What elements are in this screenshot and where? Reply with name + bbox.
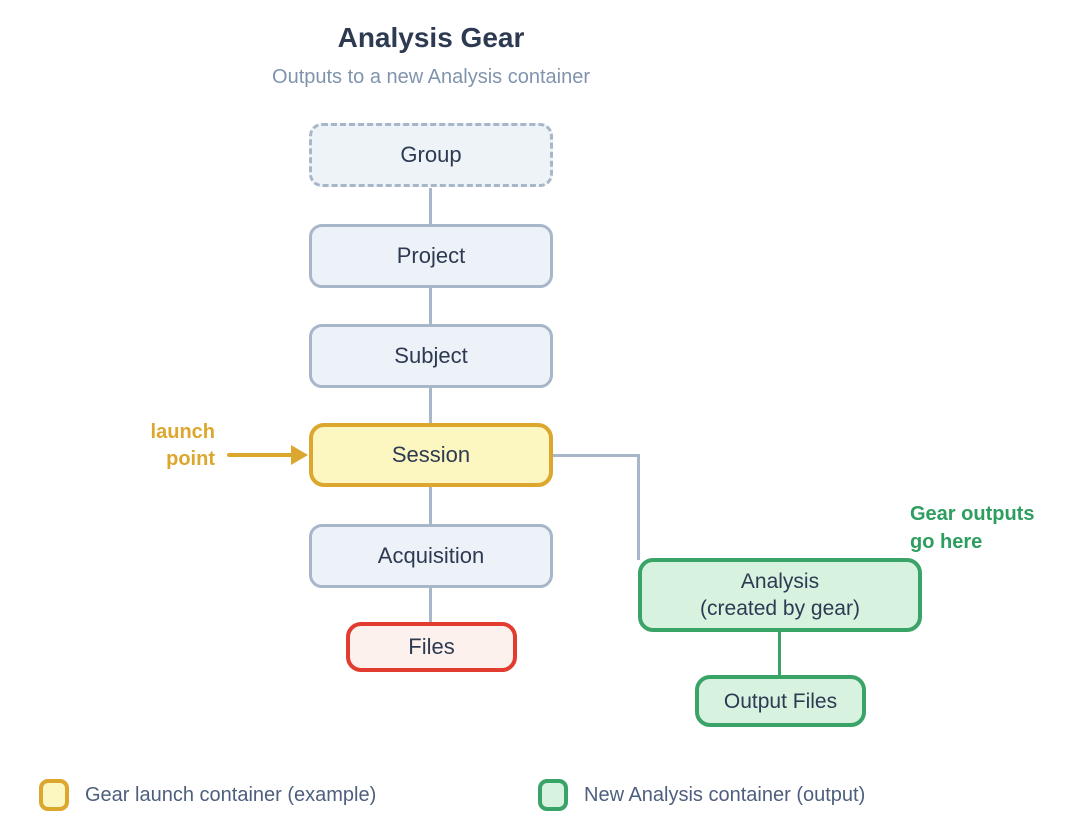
connector-session-analysis-horizontal bbox=[551, 454, 640, 457]
node-subject: Subject bbox=[309, 324, 553, 388]
node-project: Project bbox=[309, 224, 553, 288]
legend-item-launch-container: Gear launch container (example) bbox=[39, 779, 376, 811]
connector-project-subject bbox=[429, 288, 432, 324]
node-analysis-label-line2: (created by gear) bbox=[700, 597, 860, 620]
connector-analysis-outputfiles bbox=[778, 632, 781, 676]
node-group-label: Group bbox=[400, 142, 462, 167]
connector-session-acquisition bbox=[429, 487, 432, 524]
launch-point-arrow-line bbox=[227, 453, 293, 457]
node-analysis-label-line1: Analysis bbox=[740, 570, 820, 593]
connector-acquisition-files bbox=[429, 588, 432, 622]
gear-outputs-label-line1: Gear outputs bbox=[910, 503, 1035, 525]
node-group: Group bbox=[309, 123, 553, 187]
node-output-files: Output Files bbox=[695, 675, 866, 727]
launch-point-arrow-icon bbox=[291, 445, 308, 465]
launch-point-label-line1: launch bbox=[150, 421, 215, 443]
gear-outputs-label-line2: go here bbox=[910, 531, 983, 553]
node-files: Files bbox=[346, 622, 517, 672]
node-project-label: Project bbox=[396, 243, 466, 268]
gear-outputs-label: Gear outputs go here bbox=[910, 500, 1060, 556]
legend-label-analysis-container: New Analysis container (output) bbox=[584, 783, 866, 806]
legend-item-analysis-container: New Analysis container (output) bbox=[538, 779, 865, 811]
diagram-subtitle: Outputs to a new Analysis container bbox=[272, 66, 590, 88]
node-session: Session bbox=[309, 423, 553, 487]
legend-swatch-yellow-icon bbox=[39, 779, 69, 811]
node-acquisition-label: Acquisition bbox=[377, 543, 485, 568]
connector-subject-session bbox=[429, 388, 432, 423]
node-session-label: Session bbox=[391, 442, 471, 467]
node-subject-label: Subject bbox=[394, 343, 468, 368]
diagram-title: Analysis Gear bbox=[337, 22, 525, 53]
connector-group-project bbox=[429, 188, 432, 224]
launch-point-label: launch point bbox=[118, 419, 215, 473]
legend-label-launch-container: Gear launch container (example) bbox=[85, 783, 377, 806]
launch-point-label-line2: point bbox=[166, 448, 215, 470]
connector-session-analysis-vertical bbox=[637, 454, 640, 560]
node-files-label: Files bbox=[408, 634, 455, 659]
node-acquisition: Acquisition bbox=[309, 524, 553, 588]
legend-swatch-green-icon bbox=[538, 779, 568, 811]
node-output-files-label: Output Files bbox=[723, 689, 838, 713]
node-analysis: Analysis (created by gear) bbox=[638, 558, 922, 632]
